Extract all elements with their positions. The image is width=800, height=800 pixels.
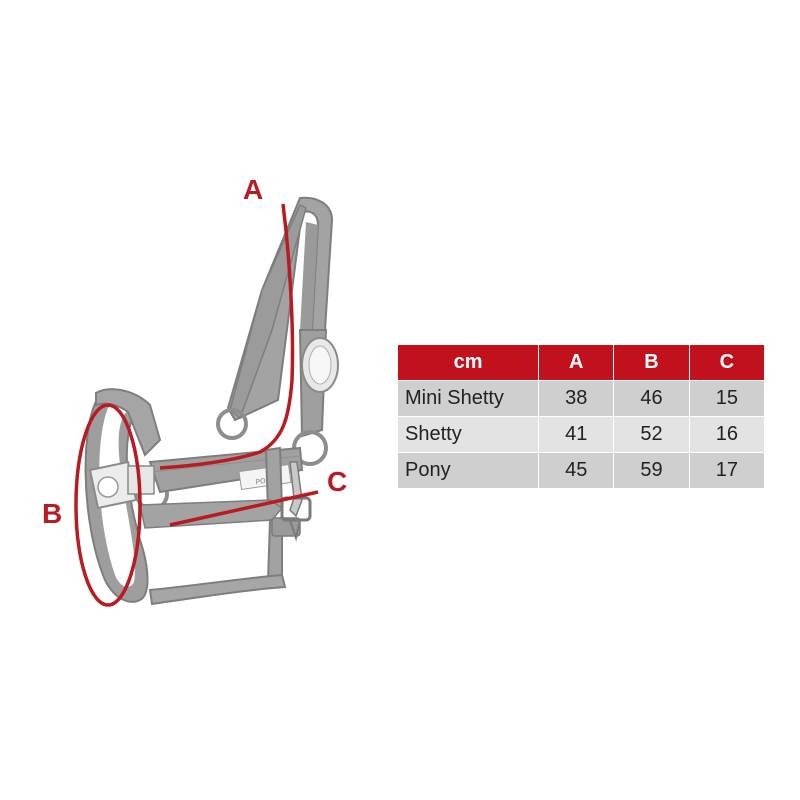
label-a: A	[243, 174, 264, 205]
cell-c: 16	[689, 416, 766, 453]
size-table: cm A B C Mini Shetty 38 46 15 Shetty 41 …	[398, 345, 766, 489]
row-name: Pony	[398, 452, 540, 489]
front-buckle	[88, 460, 155, 510]
table-header-row: cm A B C	[398, 345, 766, 381]
plate-text: PONY	[255, 477, 276, 487]
row-name: Mini Shetty	[398, 380, 540, 417]
header-a: A	[538, 345, 615, 381]
cell-b: 46	[613, 380, 690, 417]
table-row: Shetty 41 52 16	[398, 416, 766, 453]
label-c: C	[327, 466, 348, 497]
measure-b-line	[74, 403, 142, 607]
table-row: Pony 45 59 17	[398, 452, 766, 489]
cell-c: 17	[689, 452, 766, 489]
cell-b: 52	[613, 416, 690, 453]
cell-a: 41	[538, 416, 615, 453]
header-b: B	[613, 345, 690, 381]
crown-strap	[226, 196, 334, 438]
cell-a: 38	[538, 380, 615, 417]
measure-a-line	[159, 203, 295, 470]
cheek-buckle	[301, 337, 339, 393]
header-cm: cm	[398, 345, 540, 381]
cell-b: 59	[613, 452, 690, 489]
measure-c-line	[169, 490, 319, 527]
header-c: C	[689, 345, 766, 381]
table-row: Mini Shetty 38 46 15	[398, 380, 766, 417]
label-b: B	[42, 498, 63, 529]
row-name: Shetty	[398, 416, 540, 453]
cell-a: 45	[538, 452, 615, 489]
cell-c: 15	[689, 380, 766, 417]
